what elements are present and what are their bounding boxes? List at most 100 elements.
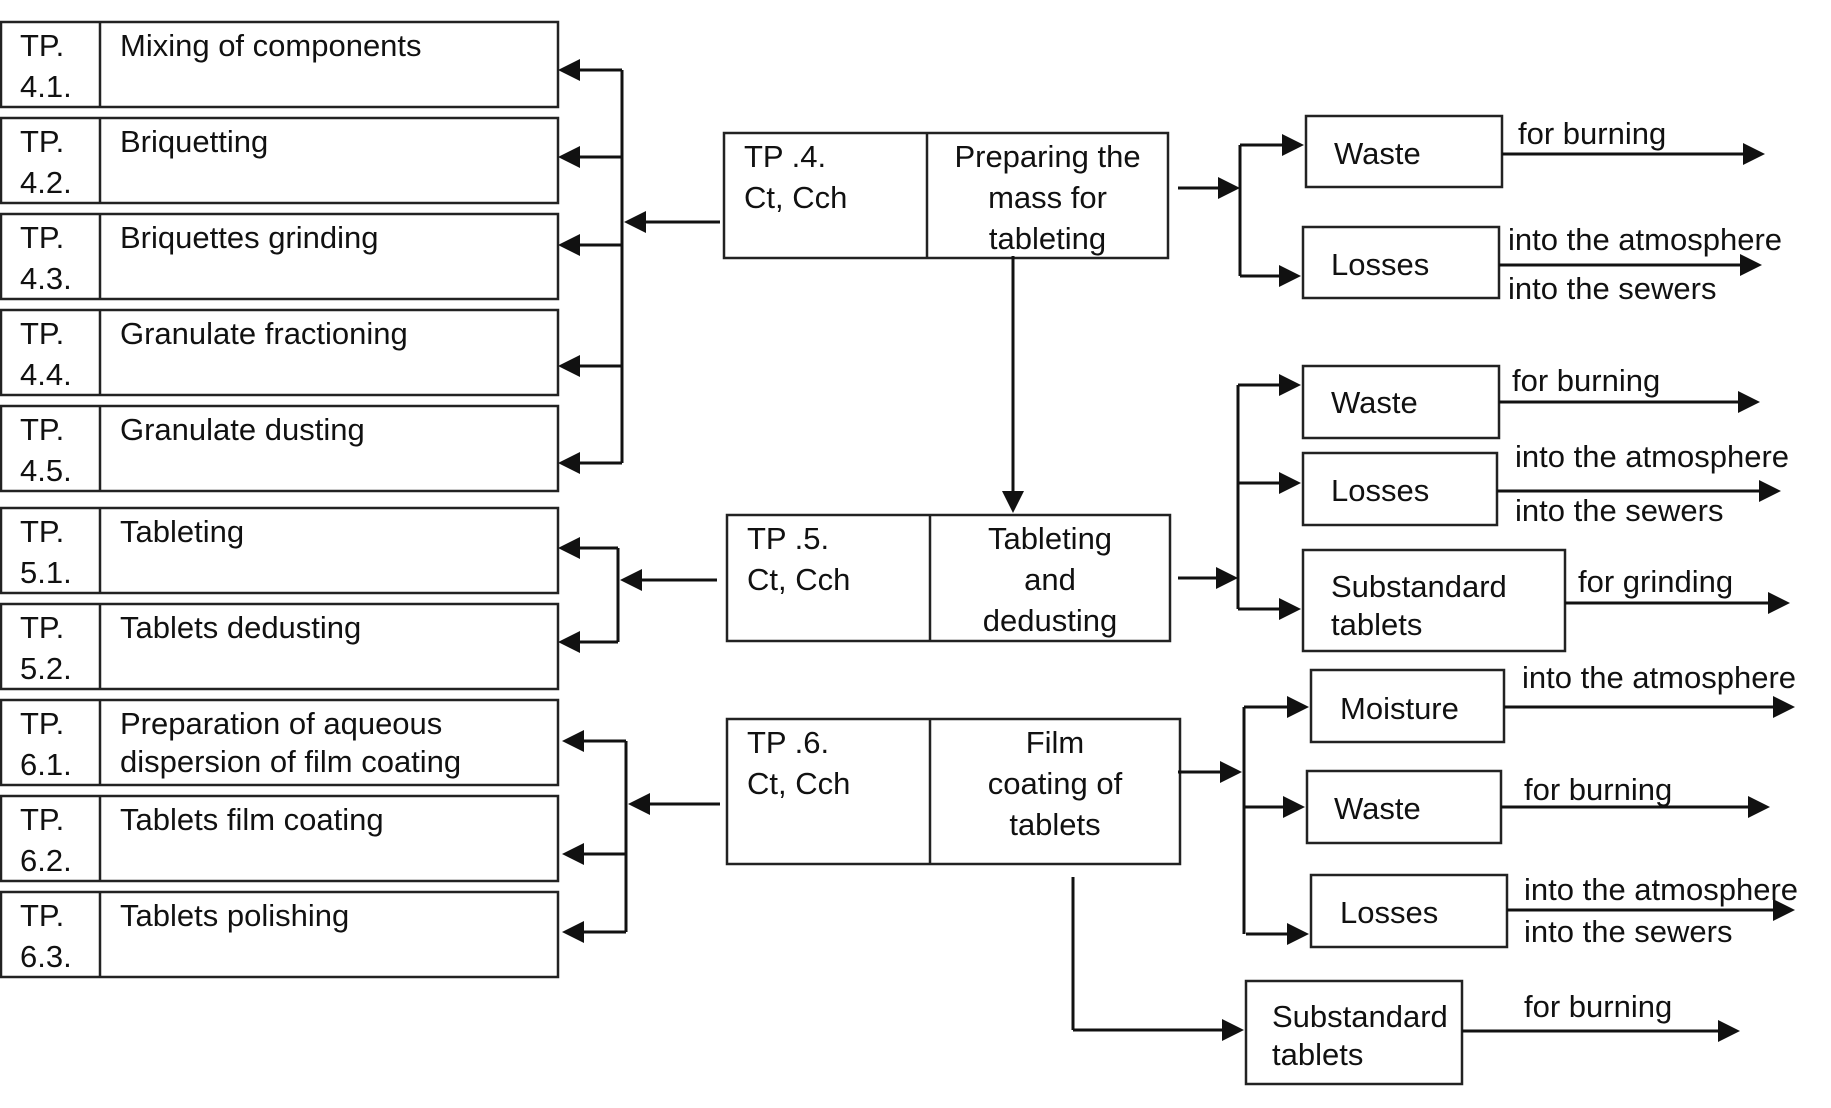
substep-frame [0,116,560,205]
process-to-outputs-arrow [1178,761,1242,783]
process-to-substeps-arrow [624,211,720,233]
destination-label: into the atmosphere [1508,222,1782,257]
arrowhead-icon [1279,265,1301,287]
substep-label: Granulate fractioning [120,316,408,351]
destination-label: into the atmosphere [1522,660,1796,695]
substep-arrow [562,921,605,943]
arrowhead-icon [624,211,646,233]
output-destination-arrow [1504,696,1795,718]
substep-code: TP. [20,412,64,447]
arrowhead-icon [1279,472,1301,494]
output-frame [1301,548,1567,653]
substep-box: TP. 4.2. Briquetting [0,116,560,205]
output-arrow [1246,923,1309,945]
substep-label: Briquetting [120,124,268,159]
output-box: Waste [1305,769,1503,845]
substep-code: TP. [20,124,64,159]
substep-code: TP. [20,898,64,933]
output-frame [1301,225,1501,300]
process-label: Preparing the [954,139,1140,174]
substep-label: Tablets film coating [120,802,384,837]
substep-arrow [558,59,600,81]
output-frame [1304,114,1504,189]
substep-code: 4.1. [20,69,72,104]
arrowhead-icon [1773,899,1795,921]
substep-frame [0,602,560,691]
process-label: tablets [1009,807,1100,842]
substep-code: TP. [20,28,64,63]
destination-label: into the atmosphere [1524,872,1798,907]
substep-code: 4.3. [20,261,72,296]
substep-arrow [558,355,600,377]
substep-code: TP. [20,610,64,645]
substep-box: TP.6.1.Preparation of aqueousdispersion … [0,698,560,787]
substep-box: TP.5.1.Tableting [0,506,560,595]
output-label: Waste [1334,791,1421,826]
arrowhead-icon [558,631,580,653]
output-destination-arrow [1501,796,1770,818]
substep-code: TP. [20,220,64,255]
substep-label: Tablets dedusting [120,610,361,645]
output-destination-arrow [1462,1020,1740,1042]
substep-arrow [558,631,600,653]
arrowhead-icon [558,537,580,559]
substep-code: 5.2. [20,651,72,686]
substep-label: Tablets polishing [120,898,349,933]
substep-code: TP. [20,316,64,351]
arrowhead-icon [1740,254,1762,276]
destination-label: into the sewers [1515,493,1724,528]
process-code: TP .4. [744,139,826,174]
arrowhead-icon [1748,796,1770,818]
process-label: and [1024,562,1076,597]
arrowhead-icon [562,921,584,943]
process-to-outputs-arrow [1178,177,1240,199]
output-frame [1301,364,1501,440]
output-arrow [1240,265,1301,287]
substep-code: 4.5. [20,453,72,488]
process-frame [725,717,1182,866]
process-label: mass for [988,180,1107,215]
arrowhead-icon [562,730,584,752]
arrowhead-icon [1759,480,1781,502]
output-label: tablets [1331,607,1422,642]
output-arrow [1238,472,1301,494]
destination-label: for burning [1512,363,1660,398]
process-frame [725,513,1172,643]
substep-box: TP.6.3.Tablets polishing [0,890,560,979]
output-label: Waste [1334,136,1421,171]
output-box: Losses [1309,873,1509,949]
output-arrow [1244,696,1309,718]
substep-code: 6.2. [20,843,72,878]
process-flow-arrow [1002,256,1024,513]
output-label: Moisture [1340,691,1459,726]
arrowhead-icon [562,843,584,865]
destination-label: into the sewers [1524,914,1733,949]
destination-label: for burning [1518,116,1666,151]
arrowhead-icon [1220,761,1242,783]
substep-arrow [558,452,600,474]
arrowhead-icon [1218,177,1240,199]
arrowhead-icon [1282,134,1304,156]
substep-code: 4.4. [20,357,72,392]
output-label: Substandard [1272,999,1448,1034]
arrowhead-icon [1279,374,1301,396]
process-code: Ct, Cch [747,766,850,801]
substep-code: 4.2. [20,165,72,200]
process-frame [722,131,1170,260]
process-to-outputs-arrow [1178,567,1238,589]
substep-code: 5.1. [20,555,72,590]
process-code: TP .6. [747,725,829,760]
substep-label: Briquettes grinding [120,220,379,255]
output-box: Losses [1301,225,1501,300]
substep-arrow [558,537,600,559]
substep-code: TP. [20,514,64,549]
output-destination-arrow [1565,592,1790,614]
substep-frame [0,212,560,301]
output-frame [1309,668,1506,744]
process-code: TP .5. [747,521,829,556]
output-destination-arrow [1499,254,1762,276]
substep-frame [0,794,560,883]
